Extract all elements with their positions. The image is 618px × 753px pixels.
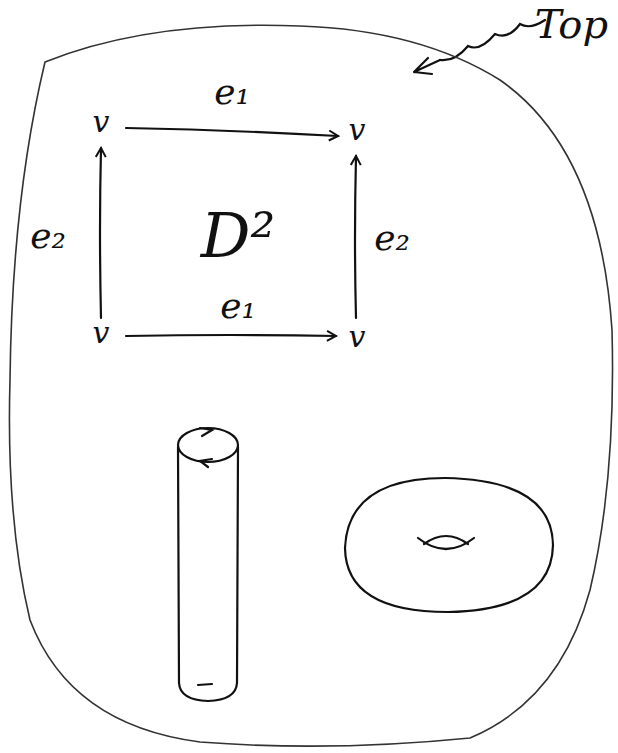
pointer-head (414, 58, 440, 74)
vertex-label: v (349, 322, 366, 352)
edge-arrow (126, 335, 336, 336)
pointer-squiggle (440, 20, 545, 60)
disk-label: D² (201, 205, 276, 267)
edge-label: e₁ (214, 74, 250, 110)
edge-label: e₂ (30, 218, 66, 254)
region-name: Top (535, 4, 608, 44)
cylinder (178, 428, 238, 701)
edge-label: e₁ (220, 288, 256, 324)
edge-arrow (355, 156, 356, 318)
vertex-label: v (93, 318, 110, 348)
vertex-label: v (349, 115, 366, 145)
blob-path (9, 25, 612, 746)
edge-label: e₂ (374, 220, 410, 256)
edge-arrow (126, 128, 338, 136)
edge-arrow (100, 148, 101, 318)
vertex-label: v (93, 107, 110, 137)
torus (345, 478, 553, 612)
